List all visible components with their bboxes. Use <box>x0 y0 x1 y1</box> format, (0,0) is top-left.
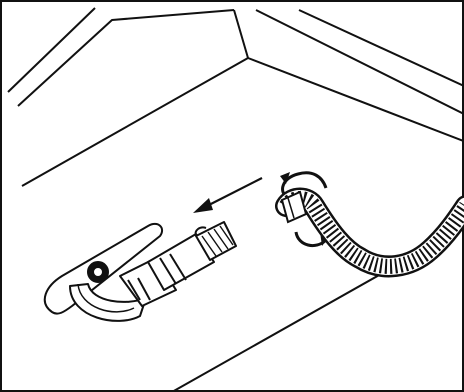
assembly-illustration <box>0 0 464 392</box>
installation-diagram <box>0 0 464 392</box>
